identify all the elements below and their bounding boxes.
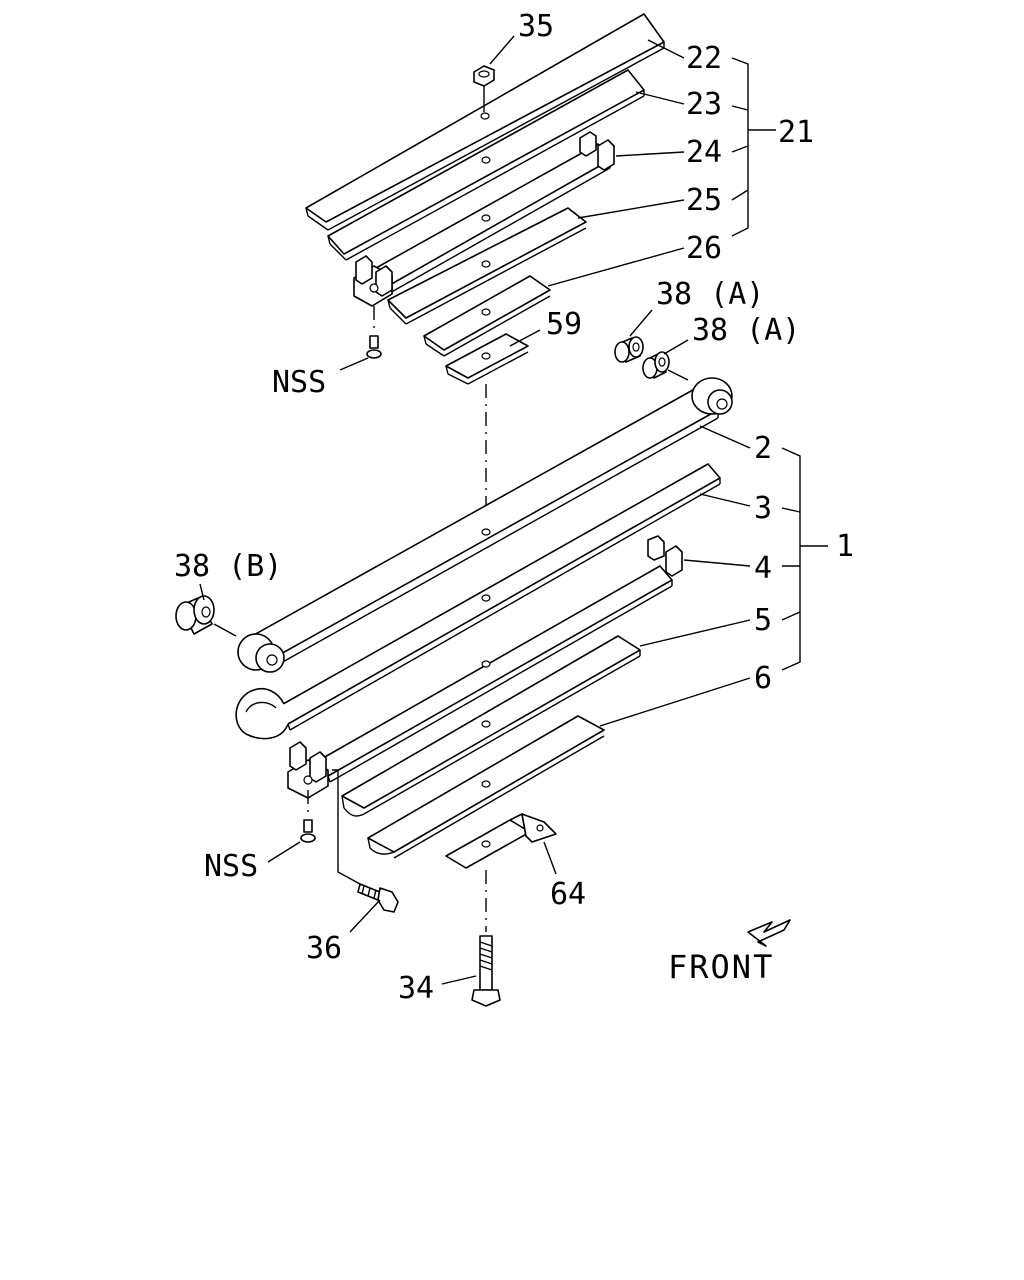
label-36: 36 [306,931,342,966]
label-nss-top: NSS [272,365,326,400]
label-21: 21 [778,115,814,150]
part-25-spacer [387,207,587,325]
label-nss-bottom: NSS [204,849,258,884]
label-22: 22 [686,41,722,76]
part-35-nut [473,65,495,112]
part-24-channel [353,131,615,307]
nss-top-bolt [366,306,382,359]
label-35: 35 [518,9,554,44]
label-26: 26 [686,231,722,266]
label-23: 23 [686,87,722,122]
label-25: 25 [686,183,722,218]
label-4: 4 [754,551,772,586]
label-2: 2 [754,431,772,466]
label-front: FRONT [668,948,774,986]
front-arrow-icon [747,919,791,947]
part-38a-bushing-1 [614,336,644,363]
part-4-leaf-with-clips [287,535,683,799]
label-5: 5 [754,603,772,638]
part-26-spacer [423,275,551,357]
label-34: 34 [398,971,434,1006]
leader-lines [199,35,828,985]
part-6-leaf [367,715,605,859]
part-2-main-leaf [237,377,733,673]
part-34-center-bolt [471,870,501,1007]
part-22-plate [305,13,665,231]
label-24: 24 [686,135,722,170]
part-38a-bushing-2 [642,351,689,381]
label-3: 3 [754,491,772,526]
part-5-leaf [341,635,641,817]
label-64: 64 [550,877,586,912]
label-59: 59 [546,307,582,342]
label-38b: 38 (B) [174,549,282,584]
label-6: 6 [754,661,772,696]
nss-bottom-bolt [300,790,316,843]
part-36-bolt [332,769,399,913]
part-38b-bushing [175,595,237,637]
label-1: 1 [836,529,854,564]
part-64-bracket [445,813,557,869]
label-38a-2: 38 (A) [692,313,800,348]
part-59-pad [445,333,529,385]
part-3-second-leaf [235,463,721,740]
label-38a-1: 38 (A) [656,277,764,312]
part-23-plate [327,69,645,261]
